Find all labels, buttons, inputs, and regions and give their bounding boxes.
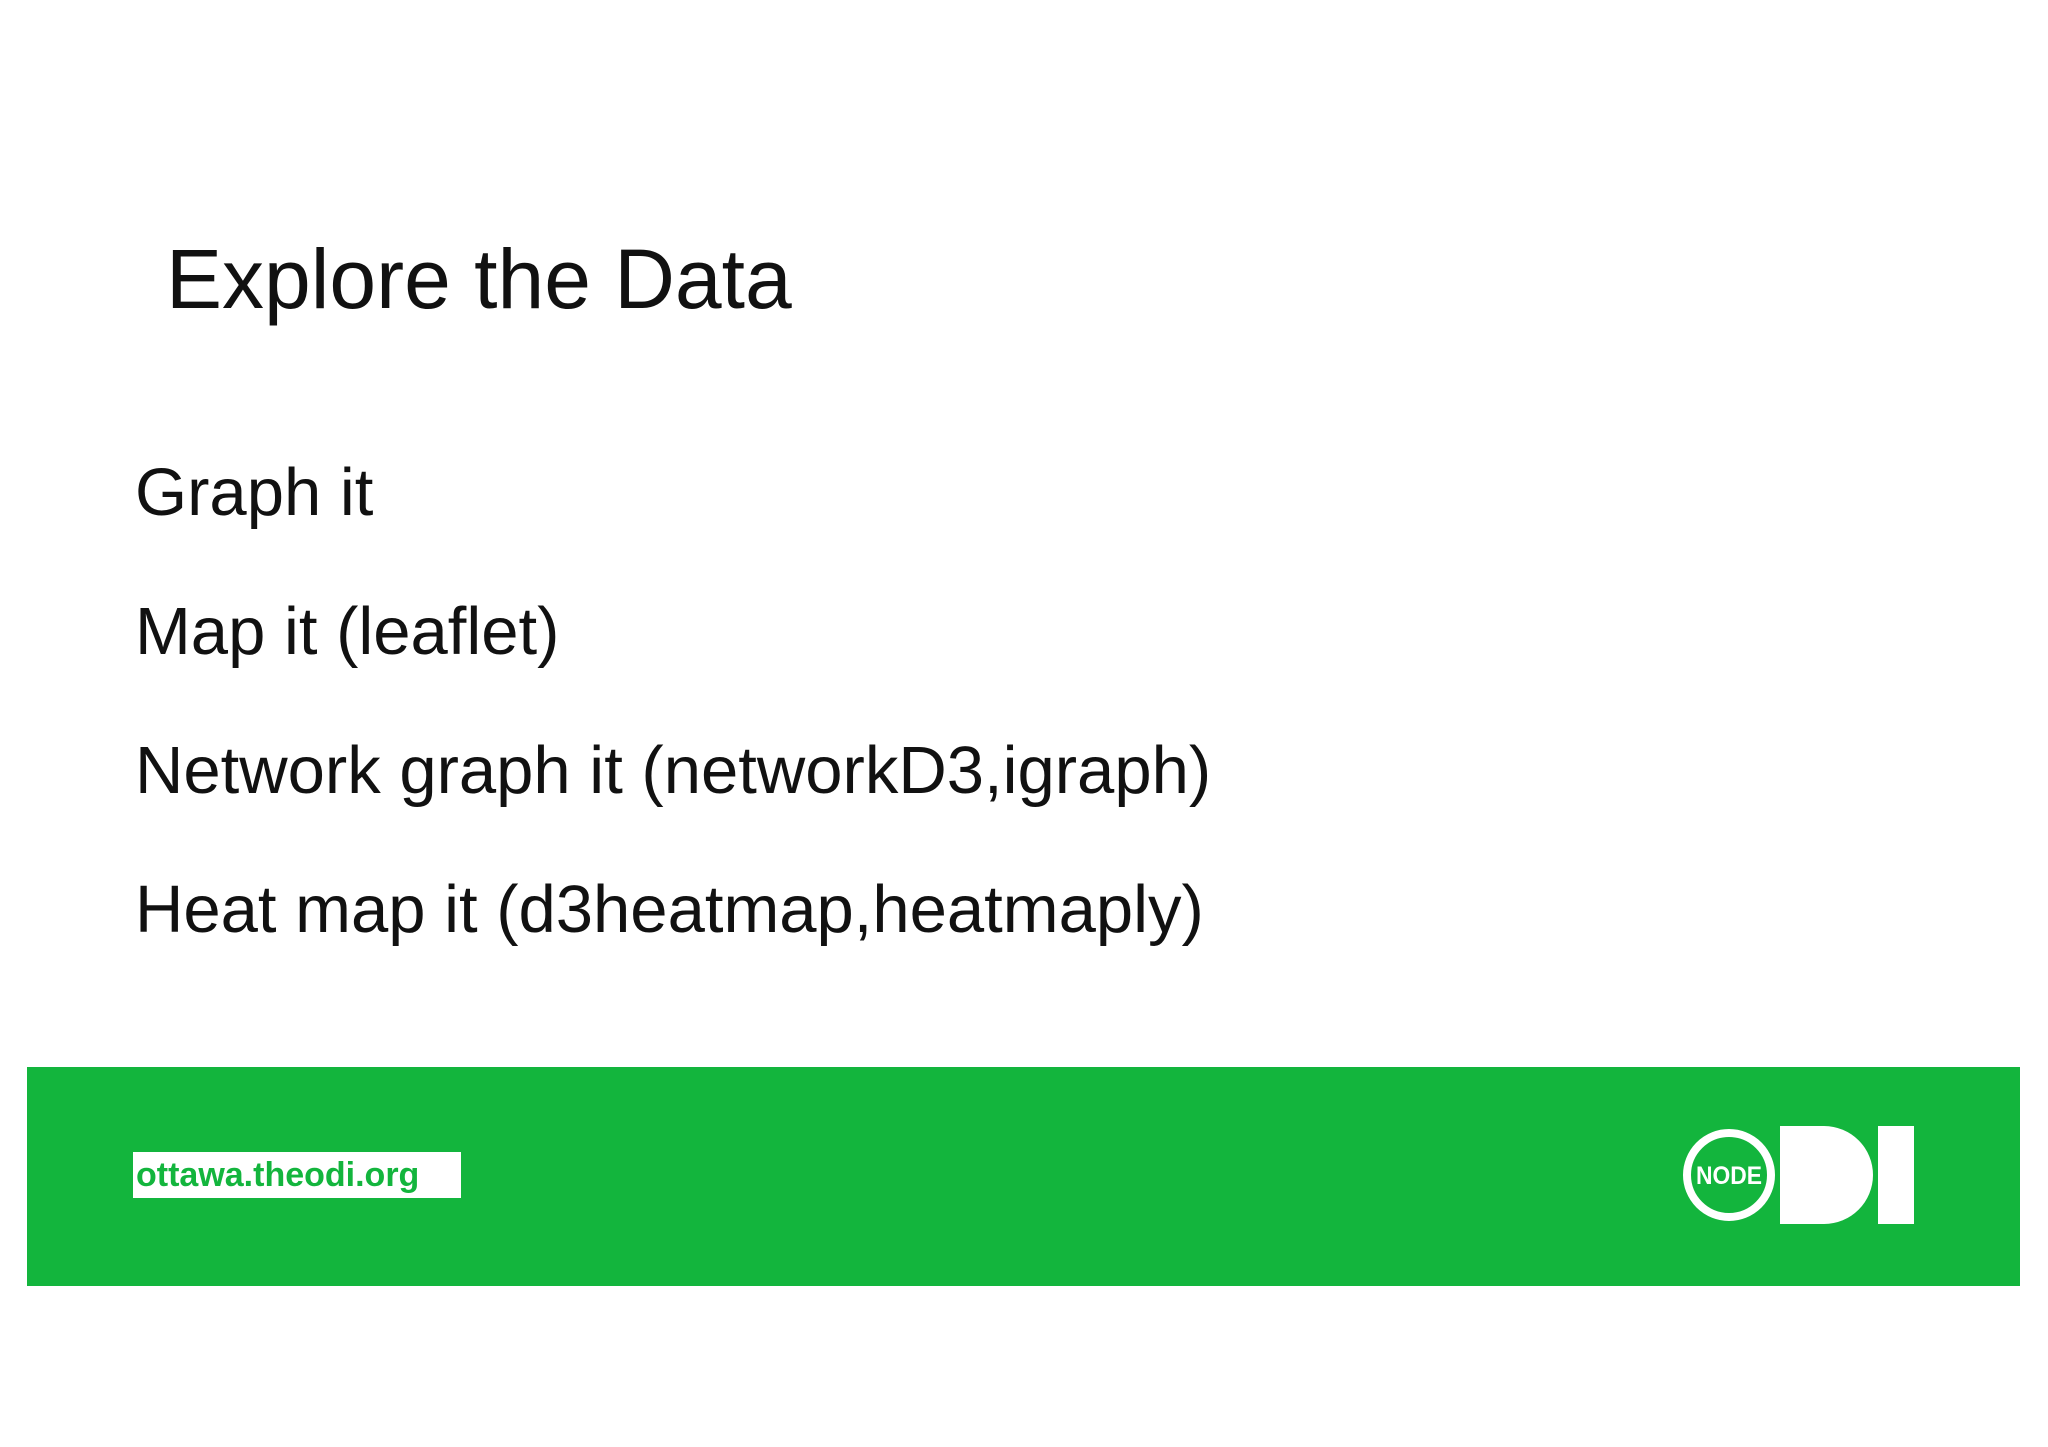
bullet-list: Graph it Map it (leaflet) Network graph … — [135, 423, 1211, 979]
bullet-item: Map it (leaflet) — [135, 594, 560, 669]
odi-node-logo: NODE — [1683, 1126, 1914, 1224]
bullet-item: Graph it — [135, 455, 374, 530]
bullet-item: Network graph it (networkD3,igraph) — [135, 733, 1212, 808]
odi-node-logo-svg: NODE — [1683, 1126, 1914, 1224]
node-ring-icon — [1683, 1129, 1775, 1221]
node-label: NODE — [1696, 1162, 1762, 1190]
page-title: Explore the Data — [166, 232, 792, 326]
odi-i-letter-icon — [1878, 1126, 1914, 1224]
odi-d-letter-icon — [1780, 1126, 1873, 1224]
site-url-link[interactable]: ottawa.theodi.org — [133, 1152, 461, 1198]
footer-bar: ottawa.theodi.org NODE — [27, 1067, 2020, 1286]
bullet-item: Heat map it (d3heatmap,heatmaply) — [135, 872, 1204, 947]
